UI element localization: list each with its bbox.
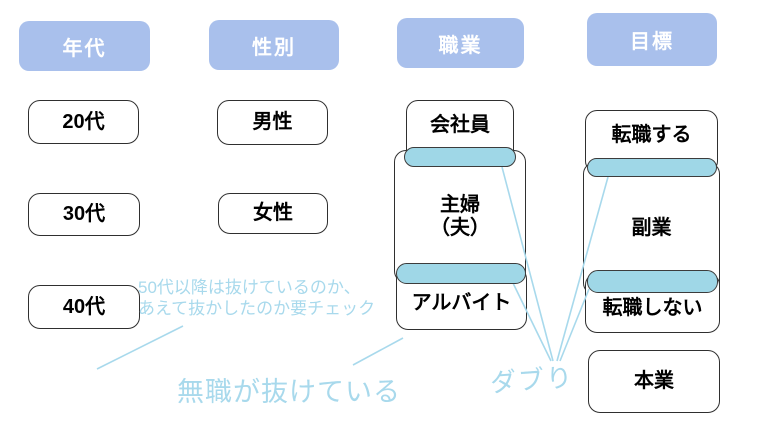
column-header-gender: 性別 <box>209 20 339 70</box>
column-header-age: 年代 <box>19 21 150 71</box>
note-overlap: ダブり <box>489 362 576 398</box>
note-missing-job: 無職が抜けている <box>177 377 401 407</box>
overlap-highlight-company-housewife <box>404 147 516 167</box>
note-age-check: 50代以降は抜けているのか、 あえて抜かしたのか要チェック <box>138 278 376 319</box>
pointer-line-missing-job-note <box>352 337 404 366</box>
item-box-male: 男性 <box>217 100 328 145</box>
item-box-main-business: 本業 <box>588 350 720 413</box>
pointer-line-age-note <box>96 325 184 370</box>
column-header-goal: 目標 <box>587 13 717 66</box>
overlap-highlight-changejob-sidebusiness <box>587 158 717 177</box>
overlap-highlight-sidebusiness-nochange <box>587 270 718 293</box>
item-box-female: 女性 <box>218 193 328 234</box>
item-box-40s: 40代 <box>28 285 140 329</box>
item-box-20s: 20代 <box>28 100 139 144</box>
overlap-highlight-housewife-parttime <box>396 263 526 284</box>
item-box-30s: 30代 <box>28 193 140 236</box>
column-header-job: 職業 <box>397 18 524 68</box>
